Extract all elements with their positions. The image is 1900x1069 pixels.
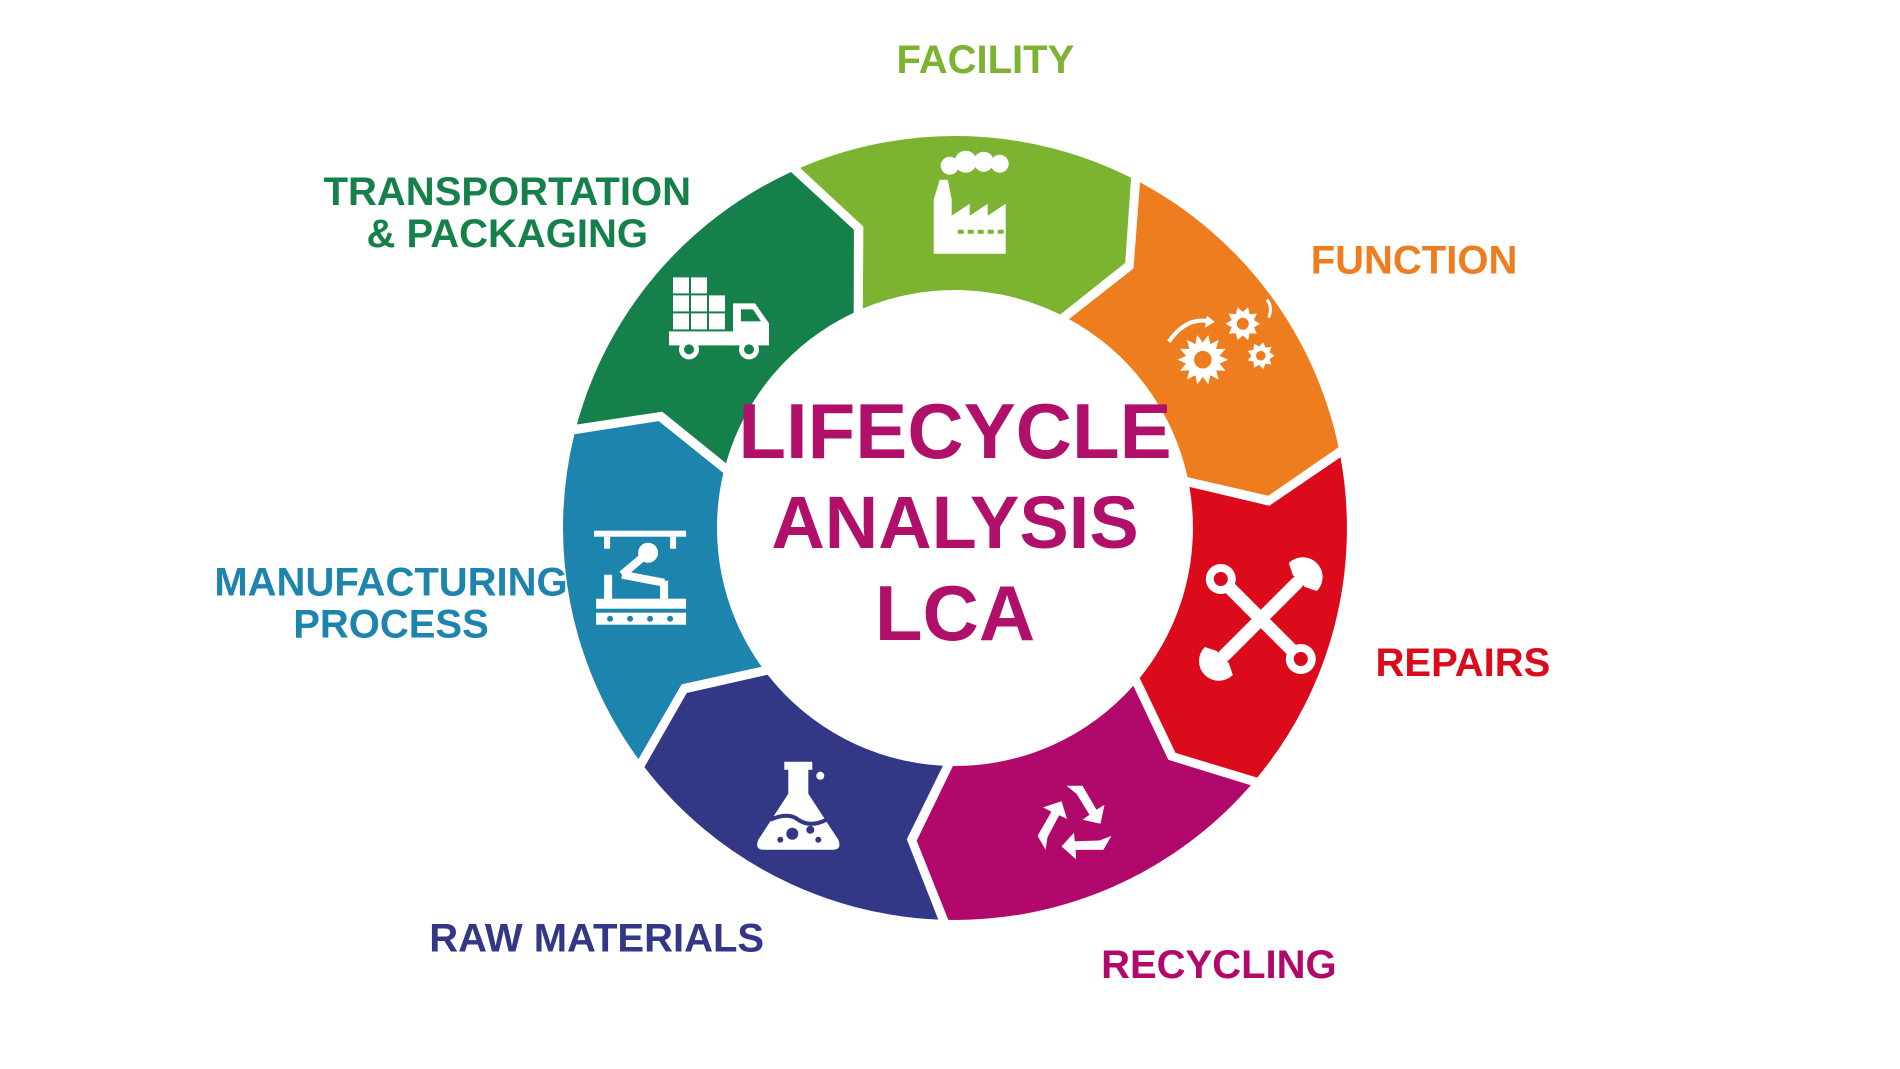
- label-manufacturing-process-line: MANUFACTURING: [214, 561, 567, 605]
- gears-icon: [1167, 298, 1275, 385]
- factory-icon: [933, 150, 1009, 254]
- center-title-line: ANALYSIS: [771, 481, 1138, 564]
- label-recycling-line: RECYCLING: [1101, 943, 1337, 987]
- label-facility: FACILITY: [897, 38, 1075, 82]
- stage-labels: FACILITY FUNCTION REPAIRS RECYCLING RAW MATE…: [214, 38, 1550, 987]
- label-recycling: RECYCLING: [1101, 943, 1337, 987]
- label-manufacturing-process-line: PROCESS: [293, 603, 489, 647]
- center-title-line: LCA: [875, 569, 1035, 657]
- label-transportation-packaging-line: TRANSPORTATION: [324, 170, 691, 214]
- flask-icon: [757, 761, 840, 850]
- label-raw-materials-line: RAW MATERIALS: [429, 916, 764, 960]
- label-transportation-packaging-line: & PACKAGING: [367, 212, 648, 256]
- truck-icon: [669, 277, 769, 360]
- segment-repairs: [1139, 457, 1347, 778]
- segment-function: [1069, 182, 1339, 496]
- center-title-line: LIFECYCLE: [738, 387, 1171, 475]
- label-function-line: FUNCTION: [1311, 238, 1518, 282]
- segment-icons: [594, 150, 1323, 860]
- label-repairs-line: REPAIRS: [1376, 641, 1551, 685]
- robot-arm-icon: [594, 530, 687, 625]
- label-raw-materials: RAW MATERIALS: [429, 916, 764, 960]
- recycle-icon: [1037, 785, 1112, 860]
- wrench-icon: [1198, 557, 1323, 681]
- label-transportation-packaging: TRANSPORTATION& PACKAGING: [324, 170, 691, 256]
- label-function: FUNCTION: [1311, 238, 1518, 282]
- label-repairs: REPAIRS: [1376, 641, 1551, 685]
- label-facility-line: FACILITY: [897, 38, 1075, 82]
